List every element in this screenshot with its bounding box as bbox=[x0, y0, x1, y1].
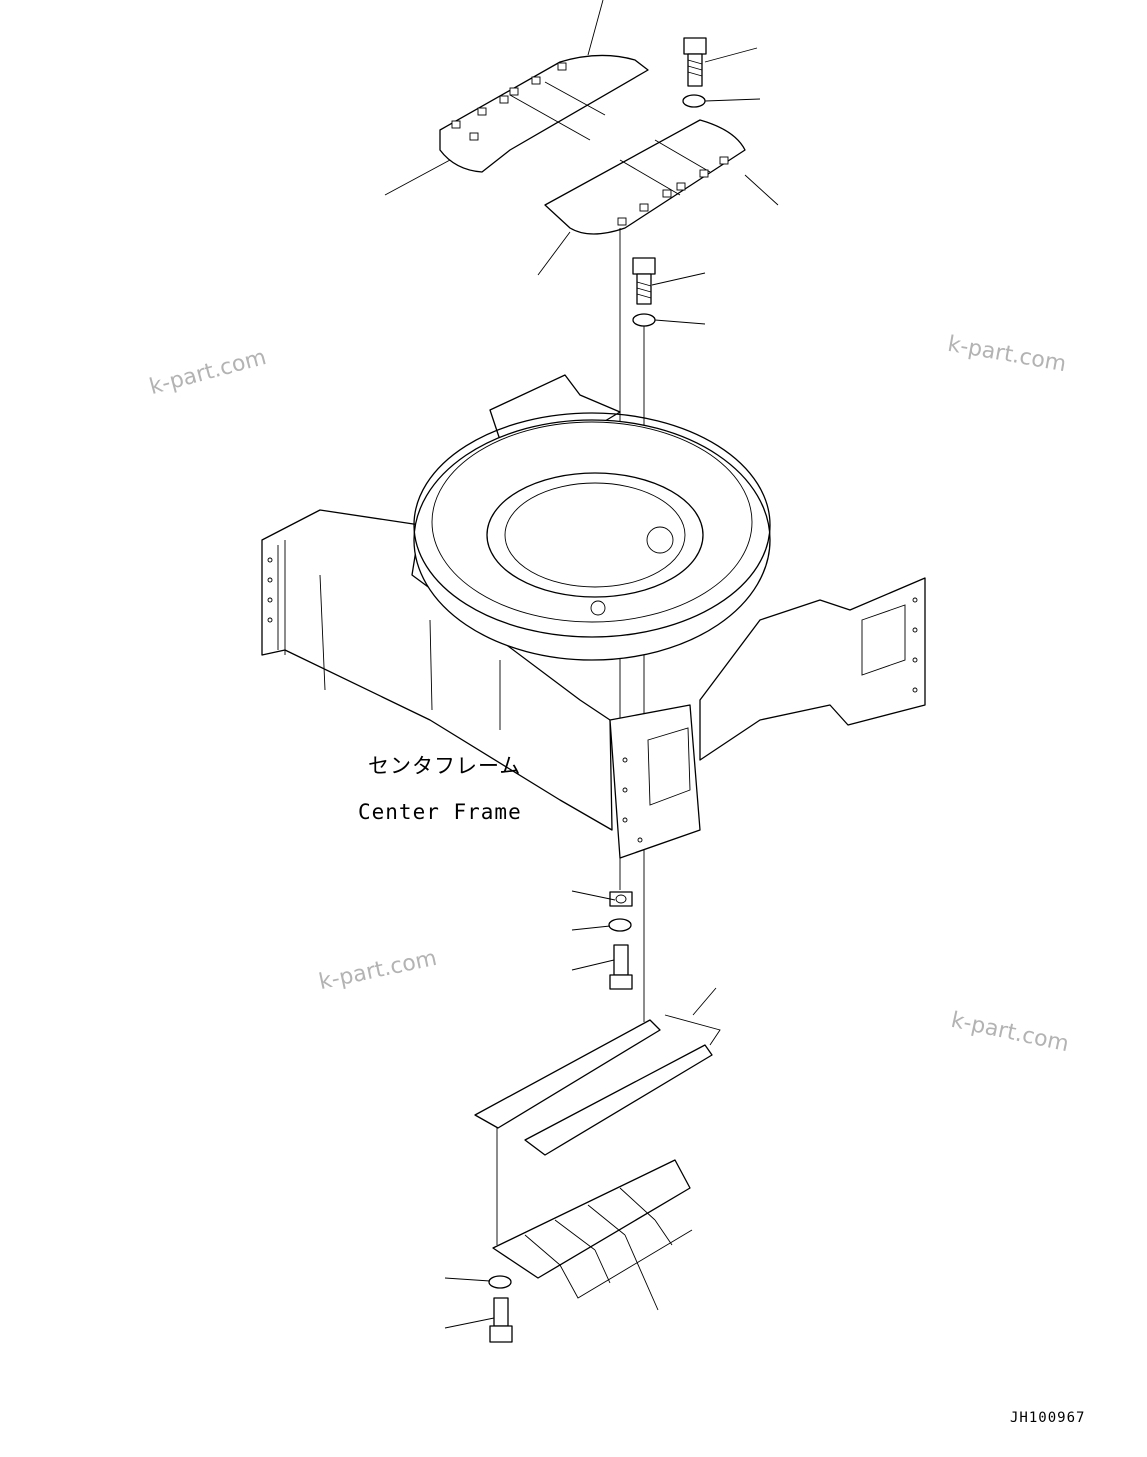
leader-line bbox=[664, 987, 721, 1046]
leader-line bbox=[651, 272, 706, 325]
part-label-english: Center Frame bbox=[358, 800, 522, 824]
leader-line bbox=[704, 47, 761, 102]
bolt-middle[interactable] bbox=[632, 257, 656, 305]
strip-plate-rear[interactable] bbox=[524, 1044, 713, 1156]
strip-plate-front[interactable] bbox=[474, 1019, 661, 1129]
bolt-lower[interactable] bbox=[609, 944, 633, 990]
nut-lower[interactable] bbox=[609, 891, 633, 907]
leader-line bbox=[537, 174, 779, 276]
drawing-code: JH100967 bbox=[1010, 1410, 1086, 1426]
bolt-bottom[interactable] bbox=[489, 1297, 513, 1343]
leader-line bbox=[444, 1277, 495, 1329]
leader-line bbox=[559, 1219, 693, 1311]
top-cover-plate-right[interactable] bbox=[544, 119, 746, 235]
leader-line bbox=[571, 890, 616, 971]
bolt-top[interactable] bbox=[683, 37, 707, 87]
part-label-japanese: センタフレーム bbox=[368, 754, 522, 778]
top-cover-plate-left[interactable] bbox=[439, 54, 649, 173]
center-frame[interactable] bbox=[261, 374, 926, 859]
bottom-cover-plate[interactable] bbox=[492, 1159, 691, 1279]
washer-top[interactable] bbox=[682, 94, 706, 108]
washer-middle[interactable] bbox=[632, 313, 656, 327]
leader-line bbox=[384, 0, 604, 196]
washer-bottom[interactable] bbox=[488, 1275, 512, 1289]
washer-lower[interactable] bbox=[608, 918, 632, 932]
